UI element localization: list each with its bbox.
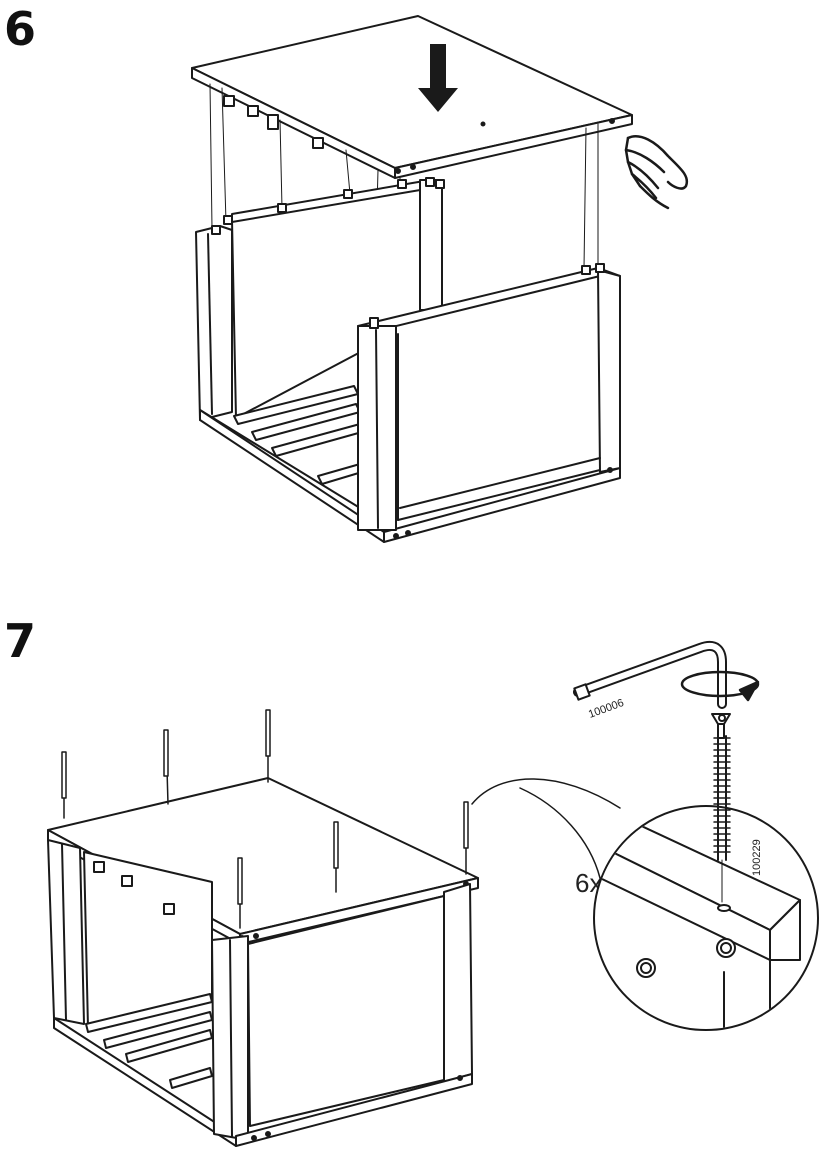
screw-part-number: 100229: [751, 839, 763, 876]
screw-icon: [164, 730, 168, 804]
cabinet-assembled: [48, 778, 478, 1146]
screw-icon: [464, 802, 468, 874]
top-panel: [192, 16, 632, 178]
screw-icon: [62, 752, 66, 818]
frame-base: [196, 178, 620, 542]
hand-press-icon: [626, 136, 687, 208]
tool-part-number: 100006: [587, 697, 626, 721]
detail-zoom-circle: [594, 806, 818, 1040]
screw-icon: [266, 710, 270, 782]
step6-illustration: [192, 16, 687, 542]
step7-illustration: 6x: [48, 646, 818, 1146]
detail-pointer-line: [520, 788, 600, 878]
